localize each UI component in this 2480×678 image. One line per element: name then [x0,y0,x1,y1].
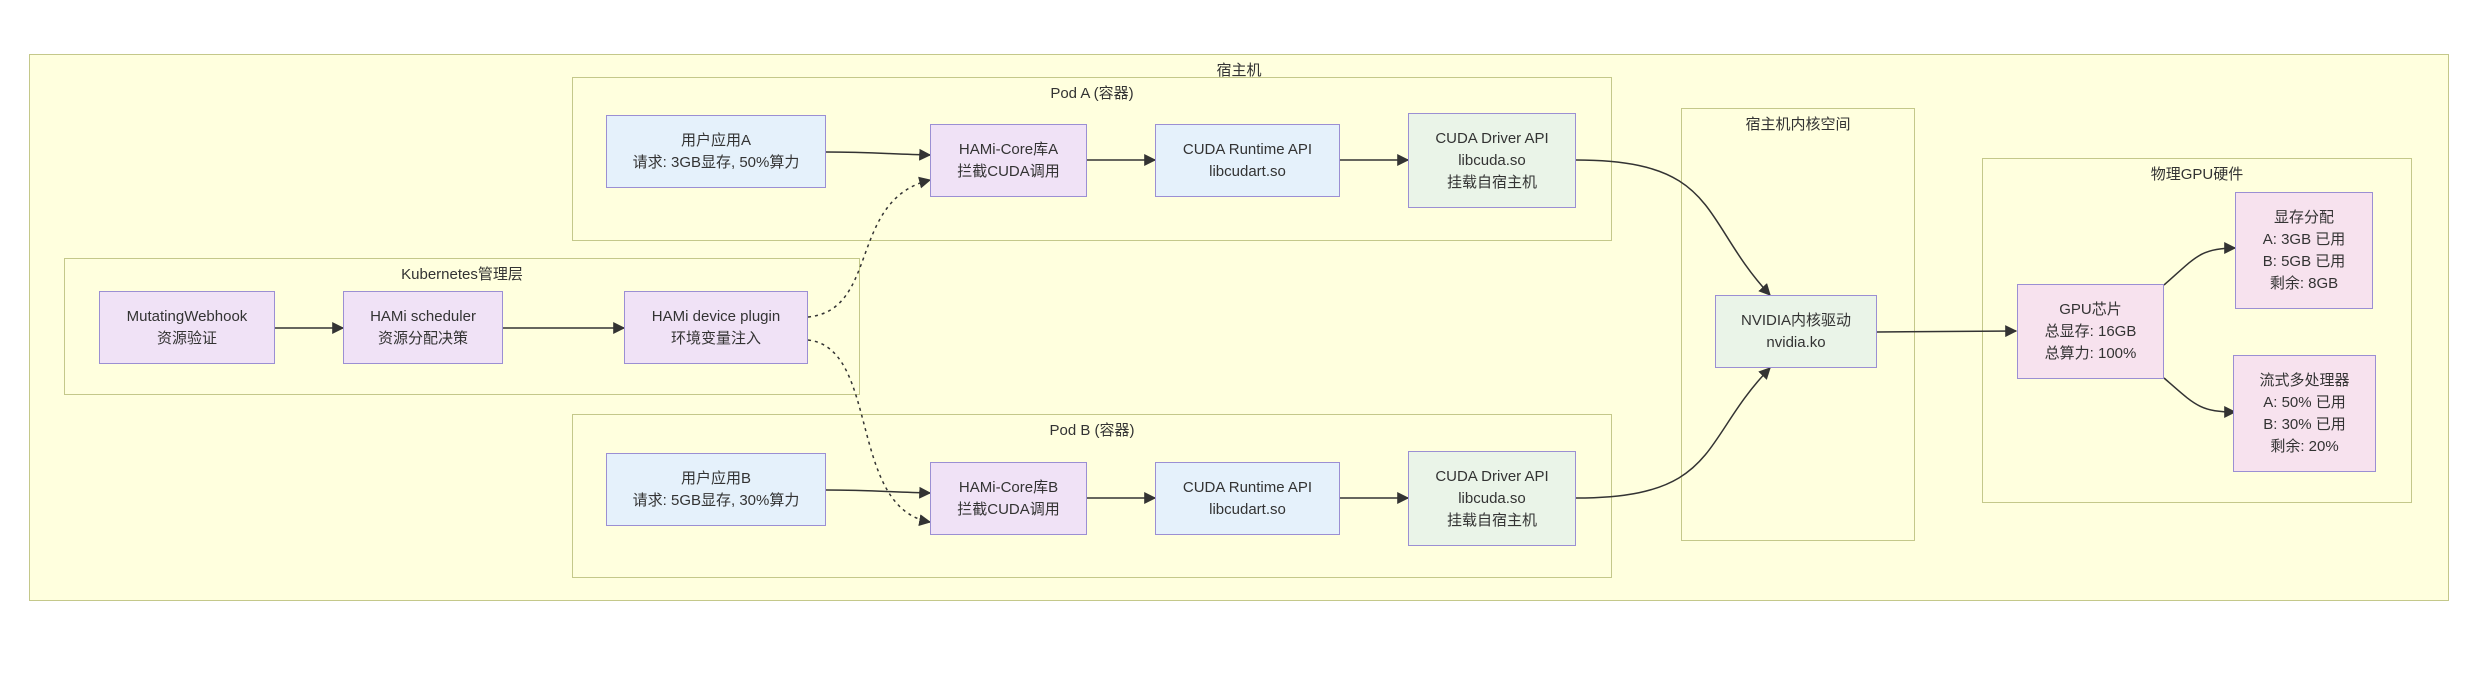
node-cuda-driver-b-line1: CUDA Driver API [1435,467,1549,485]
node-hami-device-plugin-line2: 环境变量注入 [670,329,761,347]
node-gpu-chip-line1: GPU芯片 [2059,300,2122,318]
node-cuda-runtime-b: CUDA Runtime API libcudart.so [1155,462,1340,535]
node-user-app-b: 用户应用B 请求: 5GB显存, 30%算力 [606,453,826,526]
node-mutating-webhook-line2: 资源验证 [156,329,217,347]
node-memory-allocation-line4: 剩余: 8GB [2269,274,2339,292]
node-hami-scheduler: HAMi scheduler 资源分配决策 [343,291,503,364]
node-mutating-webhook-line1: MutatingWebhook [126,307,248,325]
node-gpu-chip-line3: 总算力: 100% [2044,344,2137,362]
node-streaming-multiprocessor-line3: B: 30% 已用 [2263,415,2346,433]
node-hami-scheduler-line2: 资源分配决策 [377,329,468,347]
cluster-pod-a-title: Pod A (容器) [1050,85,1134,102]
node-hami-scheduler-line1: HAMi scheduler [370,307,476,325]
node-memory-allocation-line2: A: 3GB 已用 [2262,230,2346,248]
node-memory-allocation-line3: B: 5GB 已用 [2262,252,2346,270]
node-hami-core-b-line2: 拦截CUDA调用 [957,500,1060,518]
node-hami-core-b-line1: HAMi-Core库B [958,478,1059,496]
node-nvidia-kernel-driver: NVIDIA内核驱动 nvidia.ko [1715,295,1877,368]
node-user-app-b-line2: 请求: 5GB显存, 30%算力 [632,491,800,509]
node-hami-core-b: HAMi-Core库B 拦截CUDA调用 [930,462,1087,535]
node-cuda-runtime-a-line1: CUDA Runtime API [1182,140,1313,158]
node-hami-core-a-line1: HAMi-Core库A [958,140,1059,158]
node-hami-device-plugin: HAMi device plugin 环境变量注入 [624,291,808,364]
node-streaming-multiprocessor-line1: 流式多处理器 [2259,371,2350,389]
cluster-host-title: 宿主机 [1216,62,1262,79]
node-cuda-runtime-b-line2: libcudart.so [1209,500,1286,518]
node-cuda-driver-b-line3: 挂载自宿主机 [1446,511,1537,529]
node-mutating-webhook: MutatingWebhook 资源验证 [99,291,275,364]
cluster-gpu-hardware-title: 物理GPU硬件 [2150,166,2244,183]
node-cuda-driver-a-line2: libcuda.so [1458,151,1526,169]
node-nvidia-kernel-driver-line2: nvidia.ko [1766,333,1826,351]
cluster-kubernetes-title: Kubernetes管理层 [401,266,523,283]
node-cuda-driver-b-line2: libcuda.so [1458,489,1526,507]
node-cuda-driver-a-line3: 挂载自宿主机 [1446,173,1537,191]
node-streaming-multiprocessor: 流式多处理器 A: 50% 已用 B: 30% 已用 剩余: 20% [2233,355,2376,472]
node-cuda-runtime-a-line2: libcudart.so [1209,162,1286,180]
node-cuda-driver-b: CUDA Driver API libcuda.so 挂载自宿主机 [1408,451,1576,546]
node-user-app-a-line1: 用户应用A [680,131,751,149]
cluster-kernel-space-title: 宿主机内核空间 [1745,116,1851,133]
node-hami-device-plugin-line1: HAMi device plugin [651,307,781,325]
node-cuda-runtime-a: CUDA Runtime API libcudart.so [1155,124,1340,197]
node-nvidia-kernel-driver-line1: NVIDIA内核驱动 [1740,311,1851,329]
node-memory-allocation-line1: 显存分配 [2273,208,2334,226]
node-hami-core-a-line2: 拦截CUDA调用 [957,162,1060,180]
node-cuda-driver-a-line1: CUDA Driver API [1435,129,1549,147]
node-gpu-chip-line2: 总显存: 16GB [2044,322,2137,340]
node-cuda-driver-a: CUDA Driver API libcuda.so 挂载自宿主机 [1408,113,1576,208]
node-user-app-a-line2: 请求: 3GB显存, 50%算力 [632,153,800,171]
node-gpu-chip: GPU芯片 总显存: 16GB 总算力: 100% [2017,284,2164,379]
node-hami-core-a: HAMi-Core库A 拦截CUDA调用 [930,124,1087,197]
node-cuda-runtime-b-line1: CUDA Runtime API [1182,478,1313,496]
node-memory-allocation: 显存分配 A: 3GB 已用 B: 5GB 已用 剩余: 8GB [2235,192,2373,309]
cluster-pod-b-title: Pod B (容器) [1049,422,1135,439]
node-streaming-multiprocessor-line4: 剩余: 20% [2270,437,2339,455]
node-user-app-a: 用户应用A 请求: 3GB显存, 50%算力 [606,115,826,188]
node-user-app-b-line1: 用户应用B [680,469,751,487]
node-streaming-multiprocessor-line2: A: 50% 已用 [2263,393,2346,411]
